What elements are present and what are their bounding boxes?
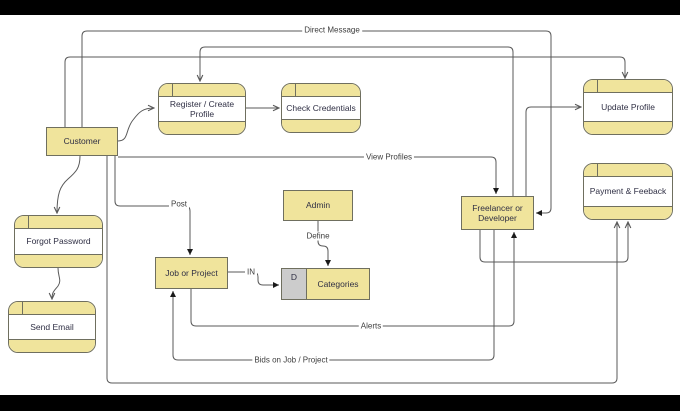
edge-label-bids: Bids on Job / Project (252, 355, 330, 365)
edge-define (317, 221, 331, 266)
edge-label-direct-message: Direct Message (302, 25, 362, 35)
node-forgot-password: Forgot Password (14, 215, 103, 268)
process-label: Forgot Password (15, 229, 102, 254)
edge-freelancer-to-register (200, 46, 514, 196)
edge-view-profiles (118, 156, 499, 194)
entity-label: Customer (63, 136, 101, 147)
node-update-profile: Update Profile (583, 79, 673, 135)
node-admin: Admin (283, 190, 353, 221)
process-id-divider (28, 216, 29, 228)
process-label: Check Credentials (282, 97, 360, 119)
process-header-band (584, 80, 672, 93)
process-label: Payment & Feeback (584, 177, 672, 206)
entity-label: Admin (305, 200, 331, 211)
edge-post (114, 156, 193, 255)
process-id-divider (597, 80, 598, 92)
edge-label-post: Post (168, 199, 190, 209)
edge-freelancer-to-update-profile (525, 107, 581, 196)
node-job-or-project: Job or Project (155, 257, 228, 289)
edge-direct-message (81, 30, 552, 216)
node-customer: Customer (46, 127, 118, 156)
edge-label-define: Define (304, 231, 332, 241)
edge-customer-to-payment (106, 156, 617, 384)
entity-label: Job or Project (165, 267, 218, 278)
process-id-divider (295, 84, 296, 96)
process-footer-band (584, 121, 672, 134)
entity-label: Freelancer or Developer (472, 202, 523, 223)
edge-alerts (190, 232, 517, 327)
process-id-divider (597, 164, 598, 176)
process-header-band (584, 164, 672, 177)
edge-customer-to-update-profile (64, 56, 625, 127)
edge-forgot-to-send (52, 267, 61, 299)
node-send-email: Send Email (8, 301, 96, 353)
process-label: Update Profile (584, 93, 672, 121)
node-payment-feeback: Payment & Feeback (583, 163, 673, 220)
process-footer-band (159, 121, 245, 134)
edge-label-in: IN (245, 267, 257, 277)
datastore-id: D (282, 269, 307, 299)
edge-customer-to-forgot (57, 155, 81, 213)
process-header-band (282, 84, 360, 97)
process-header-band (159, 84, 245, 97)
edge-label-view-profiles: View Profiles (363, 152, 415, 162)
process-footer-band (15, 254, 102, 267)
edge-freelancer-to-payment (479, 222, 628, 263)
node-register-create-profile: Register / Create Profile (158, 83, 246, 135)
process-header-band (15, 216, 102, 229)
node-freelancer-or-developer: Freelancer or Developer (461, 196, 534, 230)
edge-bids (170, 230, 495, 361)
process-id-divider (172, 84, 173, 96)
edge-label-alerts: Alerts (358, 321, 384, 331)
process-header-band (9, 302, 95, 315)
edge-customer-to-register (117, 108, 154, 142)
process-id-divider (22, 302, 23, 314)
process-footer-band (9, 339, 95, 352)
process-label: Send Email (9, 315, 95, 339)
process-label: Register / Create Profile (159, 97, 245, 121)
process-footer-band (282, 119, 360, 132)
node-check-credentials: Check Credentials (281, 83, 361, 133)
process-footer-band (584, 206, 672, 219)
datastore-label: Categories (307, 269, 369, 299)
